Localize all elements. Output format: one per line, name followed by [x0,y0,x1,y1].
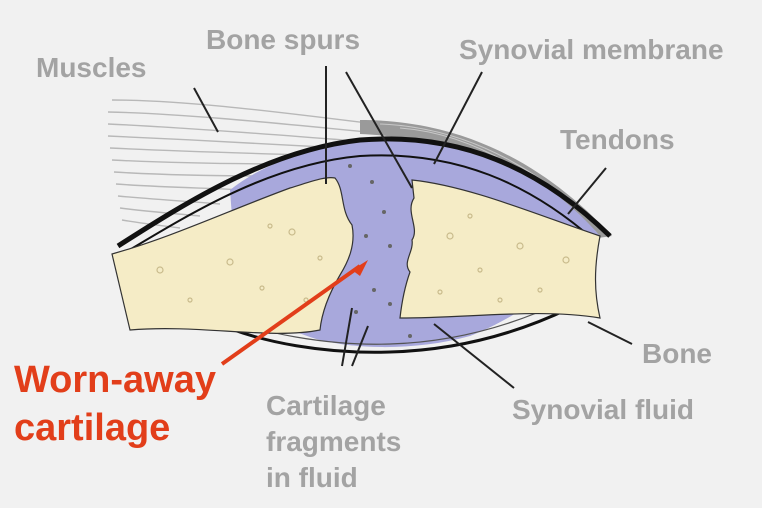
label-worn-away-cartilage: Worn-away cartilage [14,356,254,452]
pointer-muscles [194,88,218,132]
label-synovial-fluid: Synovial fluid [512,396,694,424]
label-cartilage-fragments: Cartilage fragments in fluid [266,388,426,496]
label-synovial-membrane: Synovial membrane [459,36,724,64]
pointer-bone [588,322,632,344]
pointer-tendons [568,168,606,214]
label-muscles: Muscles [36,54,147,82]
label-tendons: Tendons [560,126,675,154]
label-bone: Bone [642,340,712,368]
label-bone-spurs: Bone spurs [206,26,360,54]
